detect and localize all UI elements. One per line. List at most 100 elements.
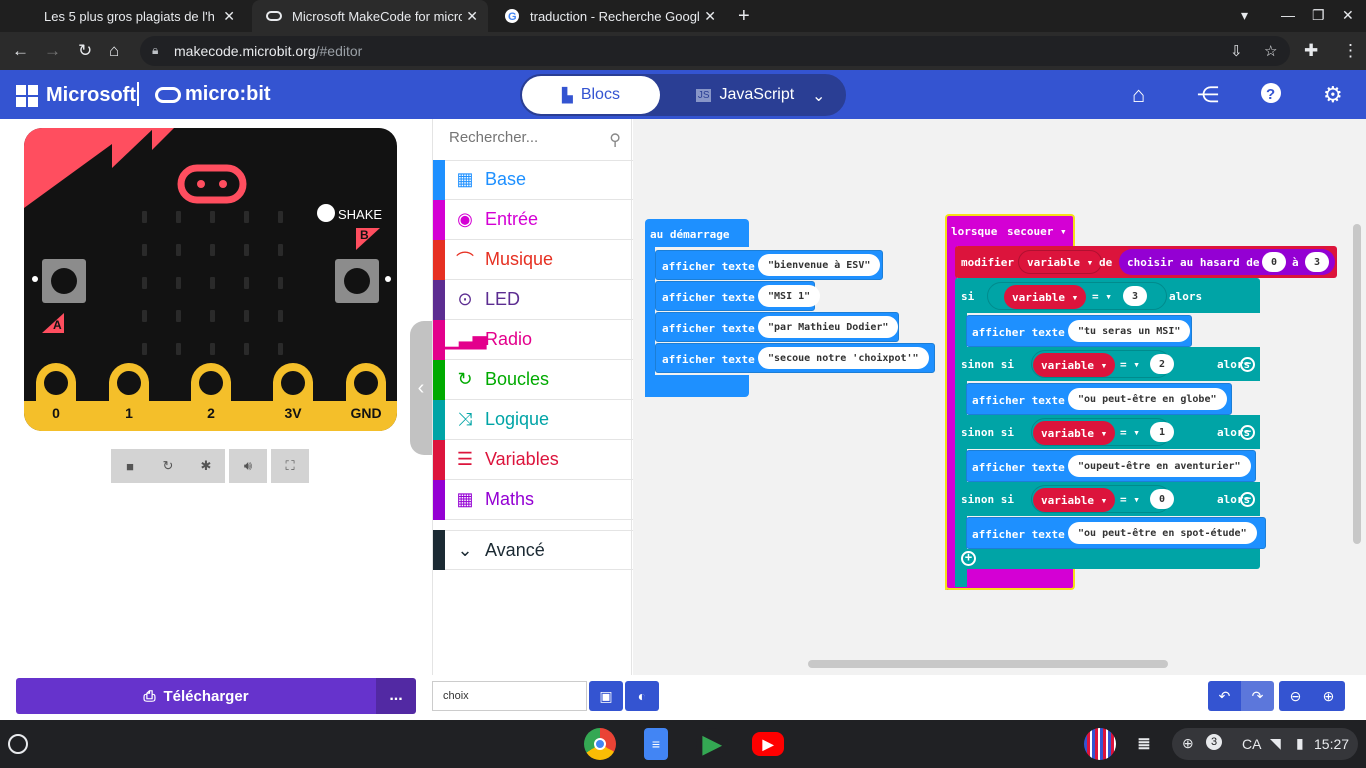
back-icon[interactable]: ← [12, 41, 29, 60]
string-value[interactable]: "bienvenue à ESV" [758, 254, 881, 276]
random-max[interactable]: 3 [1305, 252, 1329, 272]
url-field[interactable]: 🔒︎ makecode.microbit.org/#editor ⇩ ☆ [140, 36, 1290, 66]
bookmark-star-icon[interactable]: ☆ [1264, 43, 1278, 60]
show-string-block[interactable]: afficher texte "tu seras un MSI" [966, 315, 1192, 347]
category-radio[interactable]: ▁▃▅ Radio [433, 319, 633, 360]
compare-value[interactable]: 3 [1123, 286, 1147, 306]
forward-icon[interactable]: → [44, 41, 61, 60]
string-value[interactable]: "oupeut-être en aventurier" [1068, 455, 1251, 477]
blocks-workspace[interactable]: au démarrage afficher texte "bienvenue à… [633, 119, 1366, 675]
pin-3v[interactable]: 3V [273, 363, 313, 431]
chrome-icon[interactable] [584, 728, 616, 760]
reload-icon[interactable]: ↻ [78, 41, 93, 60]
launcher-icon[interactable] [8, 734, 28, 754]
else-if-row[interactable]: sinon si variable ▾ = ▾ 0 alors − [955, 482, 1260, 516]
tab-search-icon[interactable]: ▾ [1241, 7, 1249, 23]
minimize-icon[interactable]: — [1281, 7, 1295, 23]
collapse-simulator-chevron-icon[interactable]: ‹ [410, 321, 432, 455]
category-logic[interactable]: ⤨ Logique [433, 399, 633, 440]
show-string-block[interactable]: afficher texte "secoue notre 'choixpot'" [655, 343, 935, 373]
remove-branch-icon[interactable]: − [1240, 425, 1255, 440]
on-gesture-block[interactable]: lorsque secouer ▾ [945, 214, 1075, 246]
variable-reporter[interactable]: variable ▾ [1033, 421, 1116, 445]
home-icon[interactable]: ⌂ [109, 41, 120, 60]
string-value[interactable]: "par Mathieu Dodier" [758, 316, 899, 338]
pin-1[interactable]: 1 [109, 363, 149, 431]
add-branch-icon[interactable]: + [961, 551, 976, 566]
string-value[interactable]: "tu seras un MSI" [1068, 320, 1191, 342]
maximize-icon[interactable]: ❐ [1312, 7, 1325, 23]
github-icon[interactable]: ◐ [625, 681, 659, 711]
operator-dropdown[interactable]: = ▾ [1092, 290, 1112, 303]
more-options-button[interactable]: ... [376, 678, 416, 714]
youtube-icon[interactable]: ▶ [752, 732, 784, 756]
string-value[interactable]: "secoue notre 'choixpot'" [758, 347, 929, 369]
gear-icon[interactable]: ⚙ [1323, 82, 1343, 107]
category-loops[interactable]: ↻ Boucles [433, 359, 633, 400]
docs-icon[interactable]: ≡ [644, 728, 668, 760]
operator-dropdown[interactable]: = ▾ [1120, 493, 1140, 506]
operator-dropdown[interactable]: = ▾ [1120, 358, 1140, 371]
browser-tab-active[interactable]: Microsoft MakeCode for micro:bit ✕ [252, 0, 488, 32]
variable-reporter[interactable]: variable ▾ [1033, 353, 1116, 377]
fullscreen-icon[interactable]: ⛶ [271, 449, 309, 483]
category-advanced[interactable]: ⌄ Avancé [433, 530, 633, 570]
category-led[interactable]: ⊙ LED [433, 279, 633, 320]
random-min[interactable]: 0 [1262, 252, 1286, 272]
tab-javascript[interactable]: JS JavaScript [680, 76, 810, 114]
variable-reporter[interactable]: variable ▾ [1004, 285, 1087, 309]
horizontal-scrollbar[interactable] [808, 660, 1168, 668]
debug-bug-icon[interactable]: ✱ [187, 449, 225, 483]
compare-block[interactable]: variable ▾ = ▾ 2 [1031, 350, 1174, 378]
compare-block[interactable]: variable ▾ = ▾ 3 [987, 282, 1167, 310]
show-string-block[interactable]: afficher texte "bienvenue à ESV" [655, 250, 883, 280]
pin-gnd[interactable]: GND [346, 363, 386, 431]
shake-indicator[interactable] [317, 204, 335, 222]
compare-block[interactable]: variable ▾ = ▾ 1 [1031, 418, 1174, 446]
close-tab-icon[interactable]: ✕ [704, 7, 716, 24]
pin-2[interactable]: 2 [191, 363, 231, 431]
show-string-block[interactable]: afficher texte "par Mathieu Dodier" [655, 312, 899, 342]
remove-branch-icon[interactable]: − [1240, 357, 1255, 372]
compare-value[interactable]: 0 [1150, 489, 1174, 509]
pin-0[interactable]: 0 [36, 363, 76, 431]
variable-dropdown[interactable]: variable ▾ [1018, 250, 1103, 274]
close-tab-icon[interactable]: ✕ [223, 7, 235, 24]
if-block[interactable]: si variable ▾ = ▾ 3 alors [955, 278, 1260, 313]
compare-value[interactable]: 1 [1150, 422, 1174, 442]
menu-icon[interactable]: ⋮ [1342, 41, 1359, 60]
user-avatar[interactable] [1084, 728, 1116, 760]
redo-icon[interactable]: ↷ [1241, 681, 1274, 711]
tote-icon[interactable]: ≣ [1137, 736, 1151, 753]
vertical-scrollbar[interactable] [1353, 224, 1361, 544]
string-value[interactable]: "ou peut-être en globe" [1068, 388, 1227, 410]
compare-value[interactable]: 2 [1150, 354, 1174, 374]
else-if-row[interactable]: sinon si variable ▾ = ▾ 2 alors − [955, 347, 1260, 381]
share-icon[interactable]: ⋲ [1197, 82, 1219, 107]
stop-icon[interactable]: ■ [111, 449, 149, 483]
category-base[interactable]: ▦ Base [433, 159, 633, 200]
browser-tab[interactable]: G traduction - Recherche Google ✕ [490, 0, 726, 32]
show-string-block[interactable]: afficher texte "ou peut-être en globe" [966, 383, 1232, 415]
zoom-out-icon[interactable]: ⊖ [1279, 681, 1312, 711]
search-input[interactable] [449, 129, 599, 146]
category-variables[interactable]: ☰ Variables [433, 439, 633, 480]
search-icon[interactable]: ⚲ [609, 132, 621, 149]
category-music[interactable]: ⌒ Musique [433, 239, 633, 280]
status-area[interactable]: ⊕ 3 CA ◥ ▮ 15:27 [1172, 728, 1358, 760]
new-tab-icon[interactable]: + [738, 5, 750, 27]
string-value[interactable]: "ou peut-être en spot-étude" [1068, 522, 1257, 544]
close-window-icon[interactable]: ✕ [1342, 7, 1354, 23]
undo-icon[interactable]: ↶ [1208, 681, 1241, 711]
else-if-row[interactable]: sinon si variable ▾ = ▾ 1 alors − [955, 415, 1260, 449]
lock-icon[interactable]: 🔒︎ [152, 43, 159, 57]
microbit-logo[interactable]: micro:bit [155, 83, 271, 106]
play-store-icon[interactable]: ▶ [696, 728, 728, 760]
save-icon[interactable]: ▣ [589, 681, 623, 711]
extensions-icon[interactable]: ✚ [1304, 41, 1319, 60]
random-int-block[interactable]: choisir au hasard de 0 à 3 [1119, 249, 1335, 275]
show-string-block[interactable]: afficher texte "MSI 1" [655, 281, 821, 311]
compare-block[interactable]: variable ▾ = ▾ 0 [1031, 485, 1174, 513]
category-math[interactable]: ▦ Maths [433, 479, 633, 520]
install-app-icon[interactable]: ⇩ [1230, 43, 1243, 60]
